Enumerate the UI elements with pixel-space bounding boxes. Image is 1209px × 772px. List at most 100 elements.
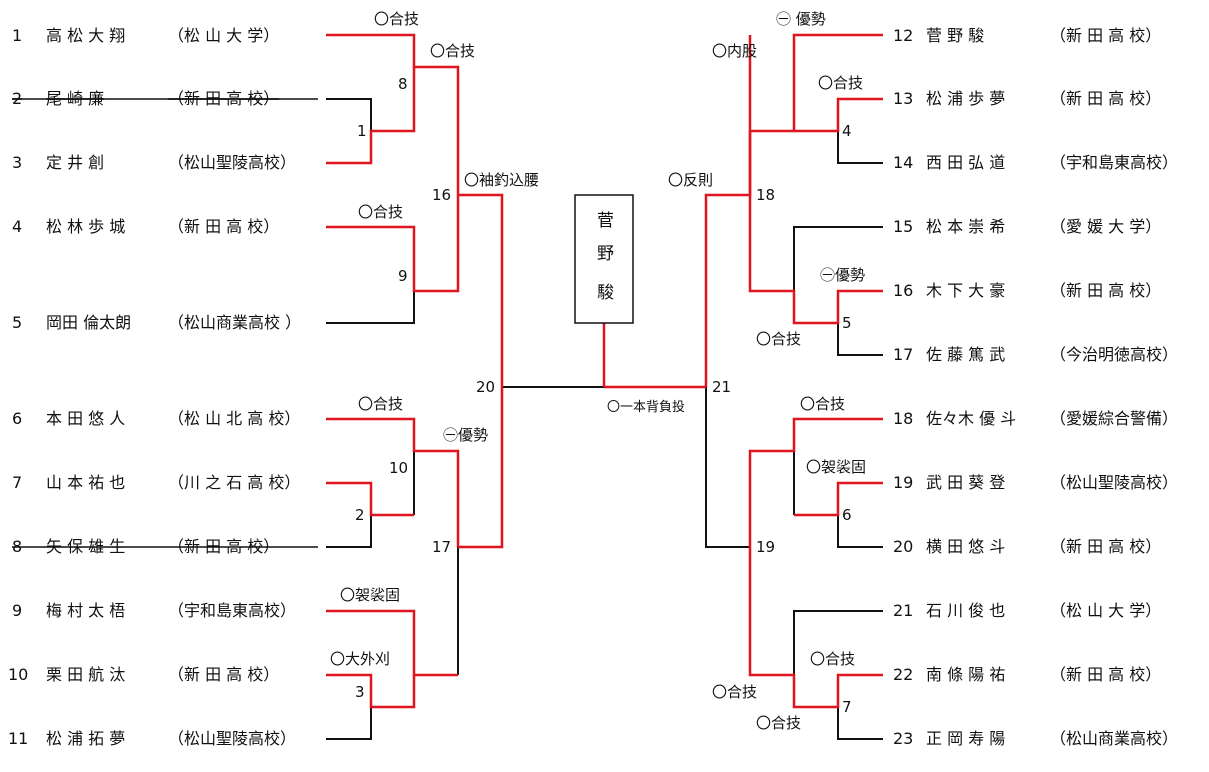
entry-13: 13 松 浦 歩 夢 （新 田 高 校）: [893, 89, 1161, 108]
entry-seed: 12: [893, 26, 913, 45]
technique-label: ㊀優勢: [443, 426, 488, 444]
entry-name: 山 本 祐 也: [46, 473, 125, 492]
entry-23: 23 正 岡 寿 陽 （松山商業高校）: [893, 729, 1178, 748]
entry-name: 松 林 歩 城: [46, 217, 125, 236]
entry-name: 南 條 陽 祐: [926, 665, 1005, 684]
line-entry-1: [326, 33, 416, 67]
entry-school: （松山商業高校）: [1050, 729, 1178, 748]
technique-label: 〇合技: [800, 395, 845, 413]
entry-seed: 13: [893, 89, 913, 108]
line-entry-16: [748, 195, 883, 325]
entry-school: （松山聖陵高校）: [168, 729, 296, 748]
entry-12: 12 菅 野 駿 （新 田 高 校）: [893, 26, 1161, 45]
entry-seed: 10: [8, 665, 28, 684]
entry-seed: 16: [893, 281, 913, 300]
champion-frame: [574, 194, 634, 324]
match-number-21: 21: [712, 378, 731, 396]
line-entry-8: [326, 515, 372, 548]
entry-name: 佐 藤 篤 武: [926, 345, 1005, 364]
entry-seed: 1: [12, 26, 22, 45]
entry-name: 松 浦 歩 夢: [926, 89, 1005, 108]
technique-label: 〇合技: [810, 650, 855, 668]
entry-school: （新 田 高 校）: [1050, 26, 1161, 45]
line-m17: [458, 387, 504, 549]
entry-seed: 9: [12, 601, 22, 620]
technique-label: 〇合技: [756, 714, 801, 732]
line-entry-6: [326, 417, 460, 547]
entry-school: （宇和島東高校）: [168, 601, 296, 620]
match-number-4: 4: [842, 122, 852, 140]
entry-seed: 22: [893, 665, 913, 684]
match-number-3: 3: [355, 683, 365, 701]
entry-seed: 17: [893, 345, 913, 364]
entry-22: 22 南 條 陽 祐 （新 田 高 校）: [893, 665, 1161, 684]
match-number-8: 8: [398, 75, 408, 93]
entry-name: 栗 田 航 汰: [46, 665, 125, 684]
entry-name: 木 下 大 豪: [926, 281, 1005, 300]
entry-15: 15 松 本 崇 希 （愛 媛 大 学）: [893, 217, 1161, 236]
entry-school: （松 山 北 高 校）: [168, 409, 300, 428]
entry-school: （新 田 高 校）: [168, 217, 279, 236]
entry-name: 松 浦 拓 夢: [46, 729, 125, 748]
technique-label: 〇合技: [818, 74, 863, 92]
line-entry-18: [748, 417, 883, 547]
right-entries: 12 菅 野 駿 （新 田 高 校） 13 松 浦 歩 夢 （新 田 高 校） …: [893, 26, 1178, 748]
line-entry-5: [326, 291, 415, 324]
entry-3: 3 定 井 創 （松山聖陵高校）: [12, 153, 296, 172]
entry-seed: 3: [12, 153, 22, 172]
technique-label: 〇内股: [712, 42, 757, 60]
entry-10: 10 栗 田 航 汰 （新 田 高 校）: [8, 665, 279, 684]
entry-5: 5 岡田 倫太朗 （松山商業高校 ）: [12, 313, 301, 332]
entry-seed: 6: [12, 409, 22, 428]
entry-18: 18 佐々木 優 斗 （愛媛綜合警備）: [893, 409, 1178, 428]
entry-name: 正 岡 寿 陽: [926, 729, 1005, 748]
technique-label: ㊀ 優勢: [776, 10, 826, 28]
match-number-5: 5: [842, 314, 852, 332]
technique-label: 〇大外刈: [330, 650, 390, 668]
entry-school: （宇和島東高校）: [1050, 153, 1178, 172]
entry-school: （愛 媛 大 学）: [1050, 217, 1161, 236]
technique-label: 〇袈裟固: [340, 586, 400, 604]
entry-name: 松 本 崇 希: [926, 217, 1005, 236]
technique-label: ㊀優勢: [820, 266, 865, 284]
entry-21: 21 石 川 俊 也 （松 山 大 学）: [893, 601, 1161, 620]
line-entry-15: [793, 226, 883, 291]
entry-20: 20 横 田 悠 斗 （新 田 高 校）: [893, 537, 1161, 556]
entry-seed: 14: [893, 153, 913, 172]
entry-2: 2 尾 崎 廉 （新 田 高 校）: [12, 89, 318, 108]
match-number-7: 7: [842, 698, 852, 716]
line-entry-7: [326, 481, 414, 517]
entry-1: 1 高 松 大 翔 （松 山 大 学）: [12, 26, 279, 45]
entry-school: （新 田 高 校）: [168, 665, 279, 684]
technique-label: 〇合技: [374, 10, 419, 28]
entry-name: 梅 村 太 梧: [46, 601, 125, 620]
line-m16: [458, 193, 504, 387]
entry-name: 西 田 弘 道: [926, 153, 1005, 172]
entry-name: 横 田 悠 斗: [926, 537, 1005, 556]
line-entry-23: [837, 707, 883, 740]
entry-name: 武 田 葵 登: [926, 473, 1005, 492]
technique-label: 〇合技: [430, 42, 475, 60]
technique-label: 〇袈裟固: [806, 458, 866, 476]
entry-school: （川 之 石 高 校）: [168, 473, 300, 492]
entry-seed: 4: [12, 217, 22, 236]
entry-seed: 15: [893, 217, 913, 236]
technique-label: 〇合技: [756, 330, 801, 348]
champion-name-char-2: 野: [597, 244, 614, 264]
entry-school: （松山商業高校 ）: [168, 313, 301, 332]
technique-label: 〇合技: [358, 203, 403, 221]
line-entry-14: [837, 131, 883, 164]
line-entry-10: [326, 673, 416, 709]
technique-label-final: 〇一本背負投: [607, 399, 685, 415]
entry-school: （今治明徳高校）: [1050, 345, 1178, 364]
match-number-1: 1: [357, 122, 367, 140]
entry-name: 本 田 悠 人: [46, 409, 125, 428]
entry-school: （新 田 高 校）: [1050, 89, 1161, 108]
line-entry-2: [326, 98, 372, 131]
match-number-19: 19: [756, 538, 775, 556]
entry-name: 石 川 俊 也: [926, 601, 1005, 620]
match-numbers: 8 1 16 9 20 10 2 17 3 4 18 5 21 6 19 7: [355, 75, 852, 716]
entry-school: （愛媛綜合警備）: [1050, 409, 1178, 428]
match-number-16: 16: [432, 186, 451, 204]
technique-labels: 〇合技 〇合技 〇合技 〇袖釣込腰 〇合技 ㊀優勢 〇袈裟固 〇大外刈 〇一本背…: [330, 10, 866, 732]
